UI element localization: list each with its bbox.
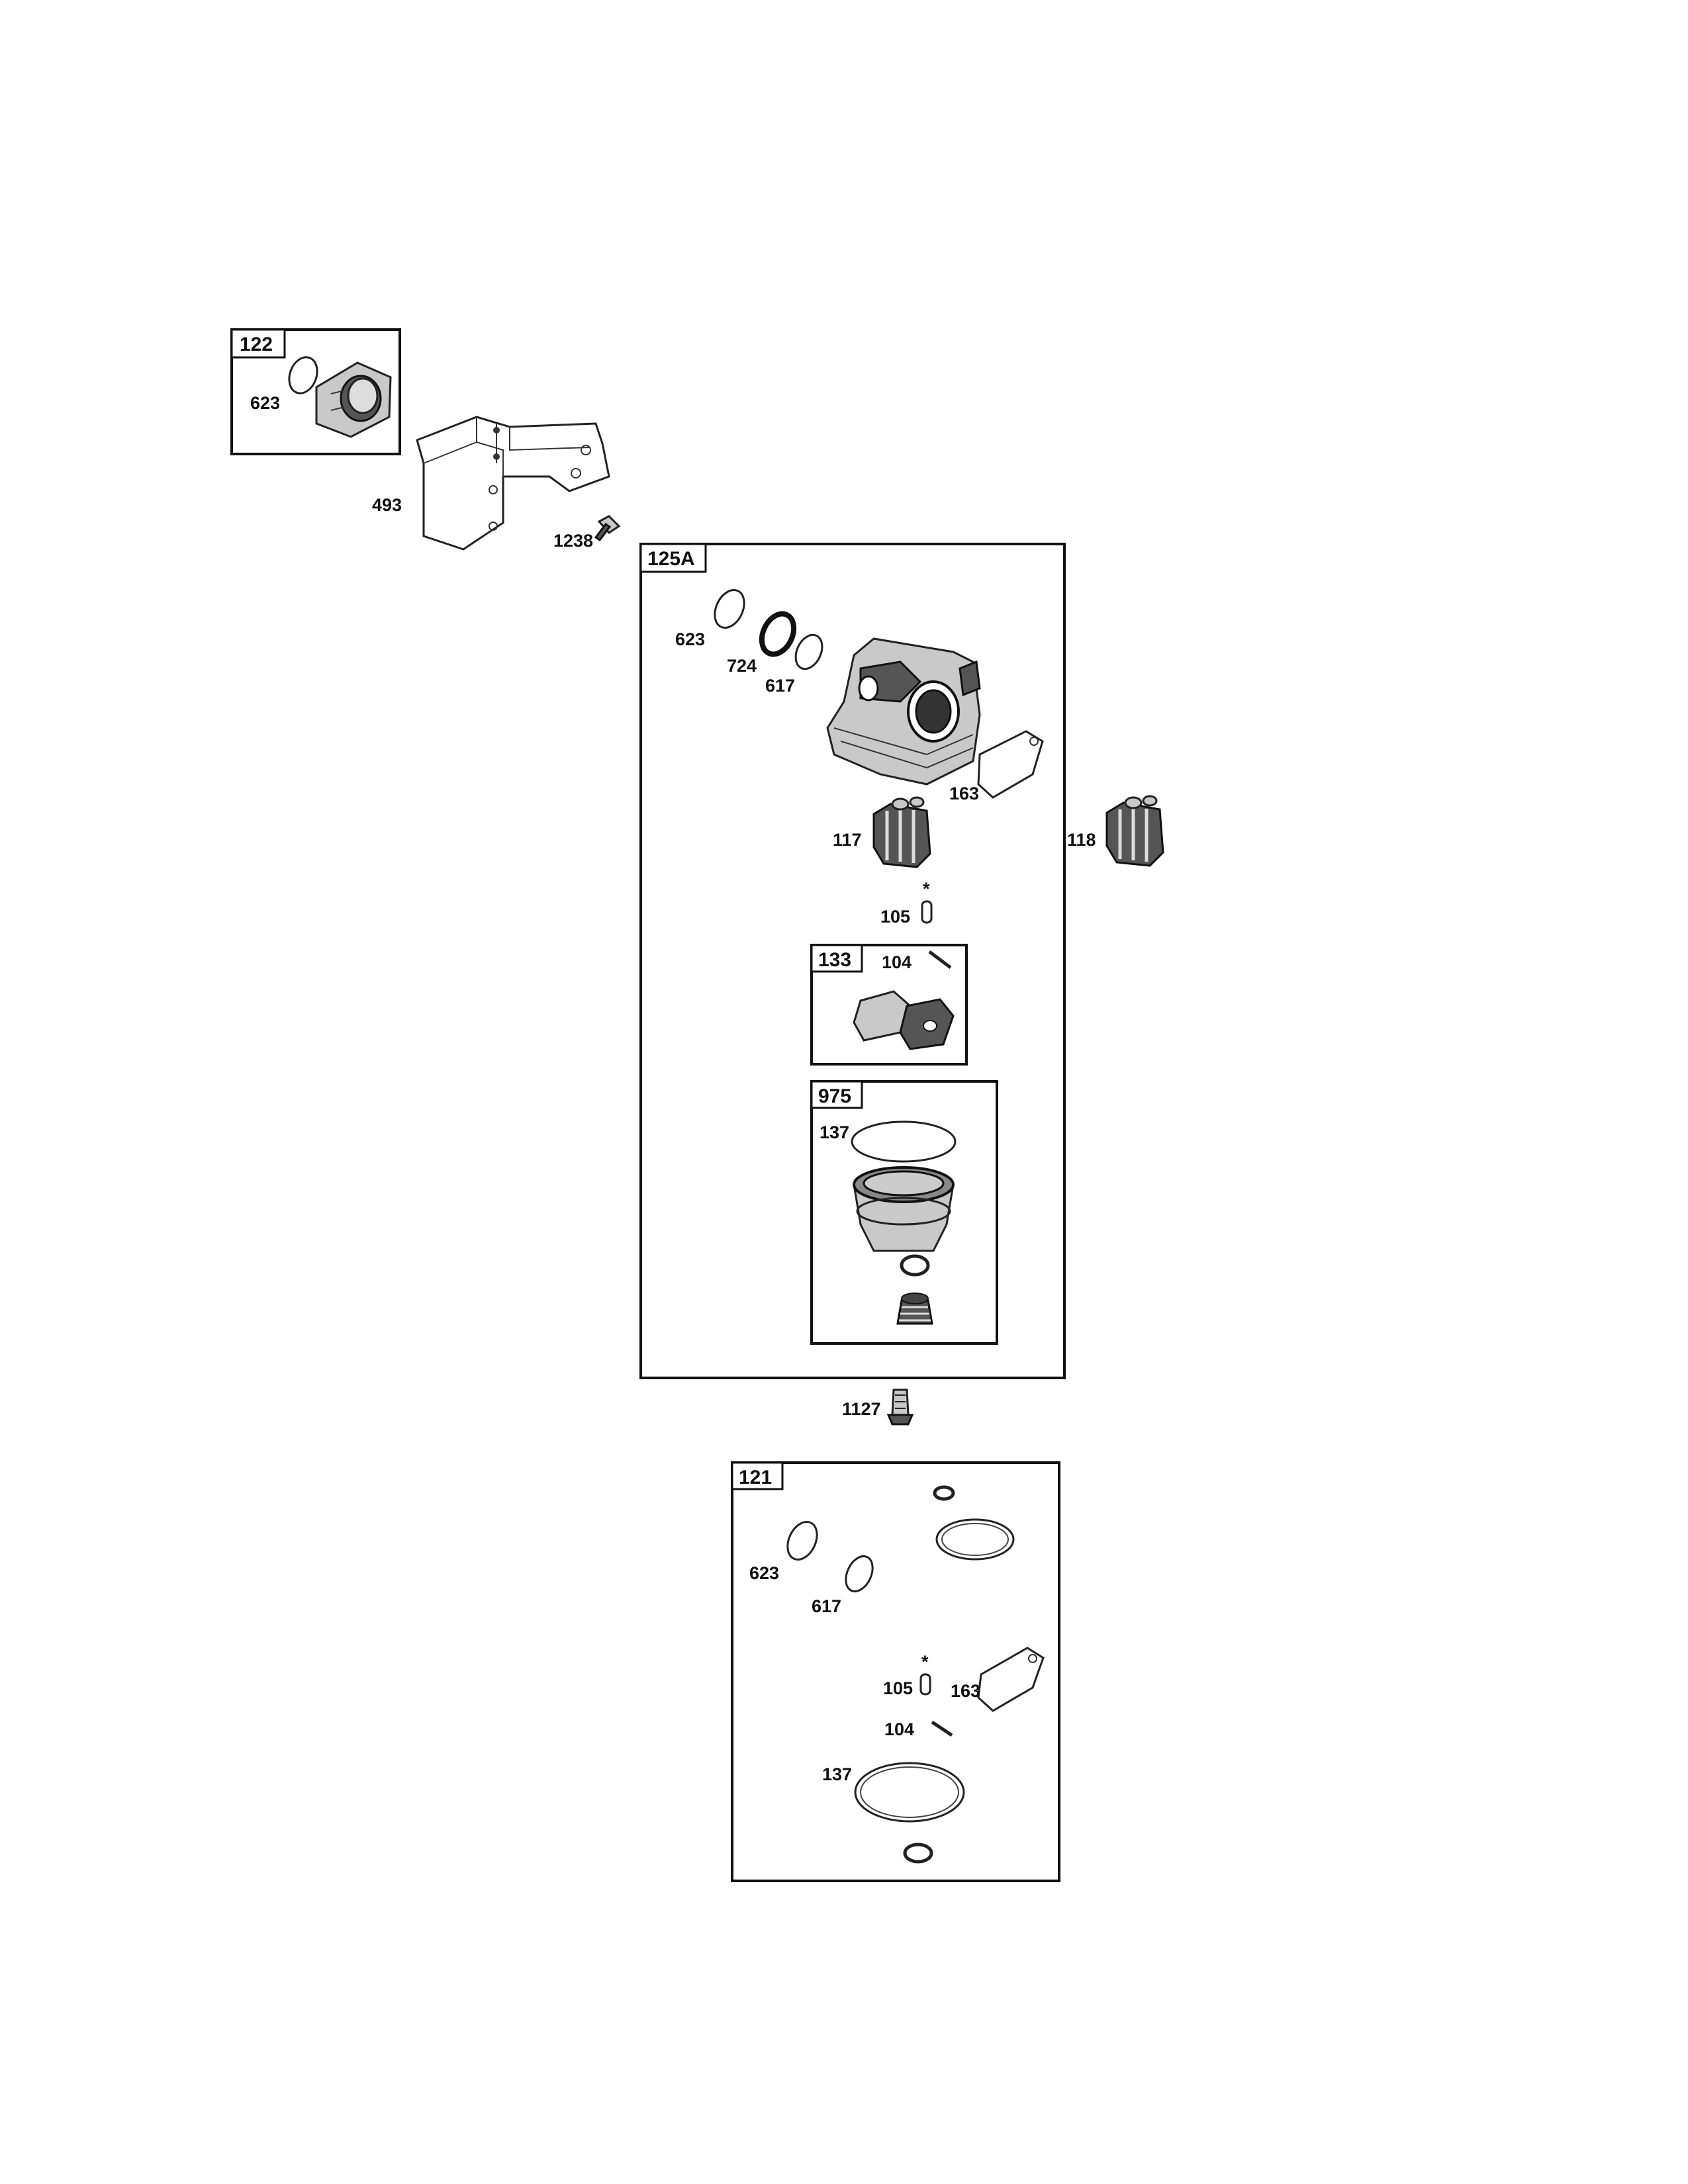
kit-125a: 125A 623 724 617 163 117 — [639, 543, 1066, 1379]
label-623: 623 — [250, 393, 280, 413]
bracket-493 — [416, 416, 610, 551]
gasket-163 — [977, 1647, 1045, 1712]
label-105: 105 — [880, 907, 910, 927]
kit-125a-tag-box — [639, 543, 707, 573]
kit-122-tag-box — [230, 328, 286, 359]
label-104: 104 — [884, 1719, 914, 1739]
label-1127: 1127 — [842, 1399, 881, 1419]
kit-133-tag-box — [810, 944, 863, 973]
kit-133: 133 104 — [810, 944, 968, 1066]
screw-1127 — [886, 1388, 914, 1426]
gasket-617 — [794, 633, 823, 670]
washer — [933, 1485, 955, 1501]
kit-975-frame — [810, 1080, 998, 1345]
label-617: 617 — [812, 1596, 841, 1616]
label-493: 493 — [372, 495, 402, 515]
label-617: 617 — [765, 676, 795, 696]
kit-125a-frame — [639, 543, 1066, 1379]
gasket-137 — [854, 1762, 965, 1823]
gasket-163 — [977, 730, 1044, 799]
kit-975: 975 137 — [810, 1080, 998, 1345]
o-ring-623 — [714, 589, 745, 629]
label-104: 104 — [882, 952, 912, 972]
kit-122: 122 623 — [230, 328, 401, 455]
kit-125a-tag: 125A — [647, 548, 695, 570]
kit-122-tag: 122 — [240, 334, 273, 355]
label-163: 163 — [949, 784, 979, 803]
bowl-washer — [900, 1254, 930, 1277]
label-724: 724 — [727, 656, 757, 676]
label-137: 137 — [822, 1764, 852, 1784]
bolt-1238 — [594, 515, 621, 542]
asterisk-marker: * — [923, 879, 930, 899]
o-ring-623 — [786, 1521, 818, 1561]
kit-133-frame — [810, 944, 968, 1066]
fuel-bowl-118 — [1105, 795, 1164, 867]
carburetor-body — [826, 637, 981, 786]
o-ring-724 — [759, 611, 797, 657]
label-623: 623 — [675, 629, 705, 649]
label-117: 117 — [833, 830, 862, 850]
pin-104 — [931, 1720, 953, 1737]
fuel-bowl-117 — [872, 796, 931, 868]
kit-975-tag: 975 — [818, 1085, 851, 1107]
kit-133-tag: 133 — [818, 949, 851, 971]
asterisk-marker: * — [921, 1652, 929, 1672]
float-133 — [853, 990, 955, 1050]
bowl-washer — [903, 1843, 933, 1864]
jet-105 — [921, 900, 933, 924]
label-163: 163 — [951, 1681, 980, 1701]
kit-121-tag: 121 — [739, 1467, 772, 1488]
label-118: 118 — [1067, 830, 1096, 850]
kit-121-tag-box — [731, 1461, 784, 1490]
pin-104 — [928, 950, 952, 969]
bowl-gasket — [935, 1518, 1015, 1561]
intake-fitting — [315, 361, 392, 438]
kit-121-frame — [731, 1461, 1060, 1882]
gasket-137 — [851, 1120, 957, 1163]
fuel-bowl-975 — [853, 1166, 955, 1252]
gasket-617 — [845, 1555, 874, 1592]
label-137: 137 — [820, 1122, 849, 1142]
label-623: 623 — [749, 1563, 779, 1583]
o-ring-623 — [288, 356, 318, 394]
jet-105 — [919, 1673, 931, 1696]
label-1238: 1238 — [553, 531, 593, 551]
kit-975-tag-box — [810, 1080, 863, 1109]
label-105: 105 — [883, 1678, 913, 1698]
kit-122-frame — [230, 328, 401, 455]
kit-121: 121 623 617 * 105 163 104 137 — [731, 1461, 1060, 1882]
bowl-nut — [896, 1293, 933, 1325]
